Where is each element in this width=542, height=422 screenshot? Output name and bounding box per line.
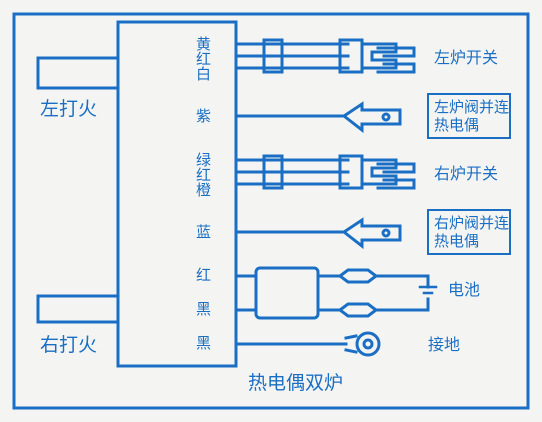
wire-label-orange: 橙 xyxy=(196,181,212,199)
right-valve-label: 右炉阀并连热电偶 xyxy=(434,214,510,250)
wire-label-blue: 蓝 xyxy=(196,223,212,241)
left-valve-label: 左炉阀并连热电偶 xyxy=(434,98,510,134)
wire-label-black-1: 黑 xyxy=(196,300,212,318)
wire-label-purple: 紫 xyxy=(196,107,212,125)
ground-label: 接地 xyxy=(428,335,461,354)
right-switch-wires xyxy=(234,154,416,190)
right-ignition-electrode xyxy=(36,294,120,324)
right-ignition-label: 右打火 xyxy=(40,334,98,356)
wire-label-yellow: 黄 xyxy=(196,35,212,53)
controller-module xyxy=(116,20,238,368)
right-valve-label-box xyxy=(427,209,511,255)
wire-label-white: 白 xyxy=(196,65,212,83)
left-switch-label: 左炉开关 xyxy=(434,48,499,67)
ground-connection xyxy=(234,331,381,357)
left-ignition-electrode xyxy=(36,56,120,90)
wire-label-red-3: 红 xyxy=(196,266,212,284)
wire-label-green: 绿 xyxy=(196,151,212,169)
diagram-title: 热电偶双炉 xyxy=(248,372,344,394)
left-valve-label-box xyxy=(427,93,511,139)
battery-label: 电池 xyxy=(448,280,481,299)
battery-connection xyxy=(234,266,438,320)
left-valve-connector xyxy=(234,101,402,134)
outer-frame xyxy=(12,12,530,410)
wire-label-red-2: 红 xyxy=(196,166,212,184)
right-switch-label: 右炉开关 xyxy=(434,164,499,183)
left-switch-wires xyxy=(234,38,416,74)
wire-label-red-1: 红 xyxy=(196,50,212,68)
right-valve-connector xyxy=(234,217,402,250)
wire-label-black-2: 黑 xyxy=(196,334,212,352)
left-ignition-label: 左打火 xyxy=(40,98,98,120)
